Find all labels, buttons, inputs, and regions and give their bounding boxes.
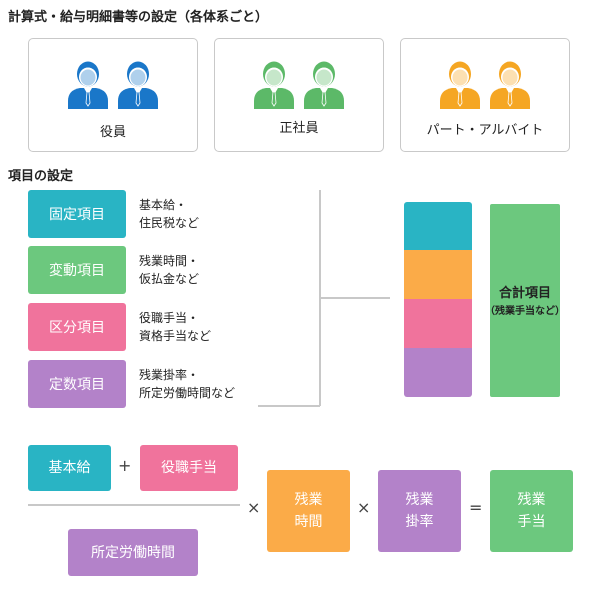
item-desc-line: 基本給・ (139, 198, 188, 212)
item-constant-box: 定数項目 (28, 360, 126, 408)
formula-text-line: 時間 (294, 514, 323, 530)
page-title: 計算式・給与明細書等の設定（各体系ごと） (8, 10, 269, 25)
item-desc-line: 資格手当など (139, 329, 212, 343)
item-constant-desc: 残業掛率・ 所定労働時間など (139, 366, 235, 402)
formula-text-line: 残業 (517, 492, 546, 508)
person-icon (68, 61, 108, 109)
person-icon (304, 61, 344, 109)
total-item-label: 合計項目 (498, 286, 551, 301)
stack-segment (404, 348, 472, 397)
formula-text-line: 残業 (294, 492, 323, 508)
plus-operator: + (118, 456, 132, 475)
item-desc-line: 役職手当・ (139, 311, 200, 325)
item-desc-line: 残業掛率・ (139, 368, 200, 382)
item-desc-line: 住民税など (139, 216, 200, 230)
section-title: 項目の設定 (8, 169, 74, 184)
formula-overtime-hours: 残業 時間 (267, 470, 350, 552)
person-icon (118, 61, 158, 109)
formula-text-line: 手当 (517, 514, 546, 530)
formula-prescribed-hours: 所定労働時間 (68, 529, 198, 576)
total-item-sub: （残業手当など） (485, 306, 565, 317)
total-item-box: 合計項目 （残業手当など） (485, 204, 565, 397)
formula-text-line: 掛率 (405, 514, 434, 530)
category-label: 正社員 (279, 121, 319, 136)
formula-position-allowance: 役職手当 (140, 445, 238, 491)
stack-segment (404, 299, 472, 348)
formula-overtime-allowance: 残業 手当 (490, 470, 573, 552)
stack-segment (404, 202, 472, 250)
bracket-connector (258, 190, 390, 407)
person-group-icon (215, 59, 383, 109)
category-card-part-time[interactable]: パート・アルバイト (400, 38, 570, 152)
item-variable-desc: 残業時間・ 仮払金など (139, 252, 199, 288)
person-icon (440, 61, 480, 109)
formula-base-salary: 基本給 (28, 445, 111, 491)
multiply-operator: × (357, 498, 371, 517)
item-fixed-box: 固定項目 (28, 190, 126, 238)
formula-overtime-rate: 残業 掛率 (378, 470, 461, 552)
item-fixed-desc: 基本給・ 住民税など (139, 196, 199, 232)
item-desc-line: 所定労働時間など (139, 386, 236, 400)
category-label: 役員 (99, 125, 126, 140)
formula-text-line: 残業 (405, 492, 434, 508)
person-icon (490, 61, 530, 109)
item-category-desc: 役職手当・ 資格手当など (139, 309, 211, 345)
category-card-regular-employees[interactable]: 正社員 (214, 38, 384, 152)
multiply-operator: × (247, 498, 261, 517)
person-icon (254, 61, 294, 109)
item-category-box: 区分項目 (28, 303, 126, 351)
equals-operator: = (469, 498, 483, 517)
stack-segment (404, 250, 472, 299)
category-card-officers[interactable]: 役員 (28, 38, 198, 152)
item-desc-line: 仮払金など (139, 272, 200, 286)
category-label: パート・アルバイト (426, 123, 544, 138)
fraction-line (28, 504, 240, 506)
person-group-icon (401, 59, 569, 109)
item-desc-line: 残業時間・ (139, 254, 200, 268)
item-variable-box: 変動項目 (28, 246, 126, 294)
person-group-icon (29, 59, 197, 109)
